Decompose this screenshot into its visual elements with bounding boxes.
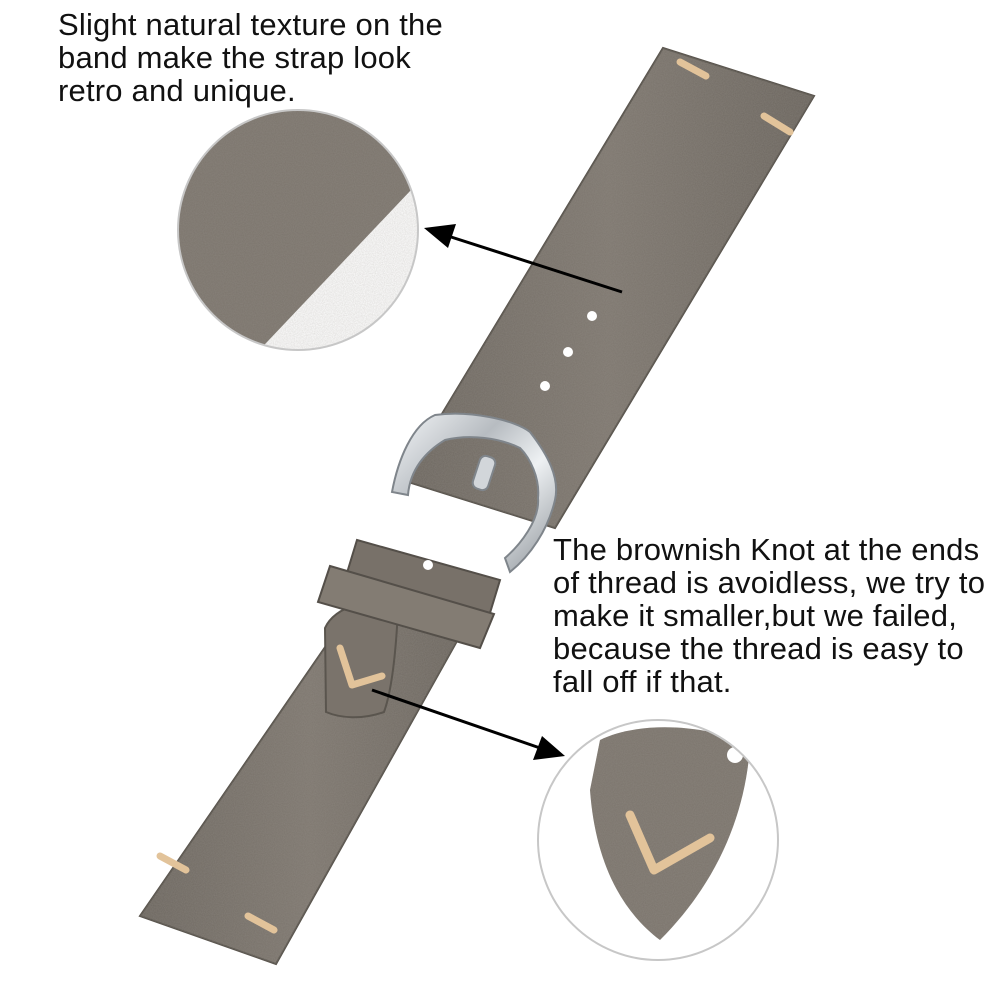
caption-texture-line: Slight natural texture on the xyxy=(58,7,443,42)
buckle-icon xyxy=(390,412,558,574)
strap-hole xyxy=(587,311,597,321)
strap-keeper xyxy=(316,538,502,650)
strap-holes xyxy=(423,311,597,570)
caption-knot-line: fall off if that. xyxy=(553,664,732,699)
zoom-circle-knot xyxy=(537,719,779,961)
zoom-circle-texture xyxy=(177,109,419,351)
caption-texture-line: band make the strap look xyxy=(58,40,411,75)
strap-hole xyxy=(563,347,573,357)
strap-hole xyxy=(423,560,433,570)
stitch-knots xyxy=(156,58,794,934)
arrow-texture xyxy=(424,224,623,294)
caption-knot-line: make it smaller,but we failed, xyxy=(553,598,958,633)
arrow-knot xyxy=(371,688,565,760)
caption-knot-line: The brownish Knot at the ends xyxy=(553,532,980,567)
strap-hole xyxy=(540,381,550,391)
strap-hole xyxy=(447,519,457,529)
caption-knot-line: because the thread is easy to xyxy=(553,631,964,666)
caption-knot-line: of thread is avoidless, we try to xyxy=(553,565,986,600)
caption-knot: The brownish Knot at the ends of thread … xyxy=(553,533,985,698)
caption-texture-line: retro and unique. xyxy=(58,73,296,108)
lower-strap xyxy=(138,598,483,966)
caption-texture: Slight natural texture on the band make … xyxy=(58,8,443,107)
